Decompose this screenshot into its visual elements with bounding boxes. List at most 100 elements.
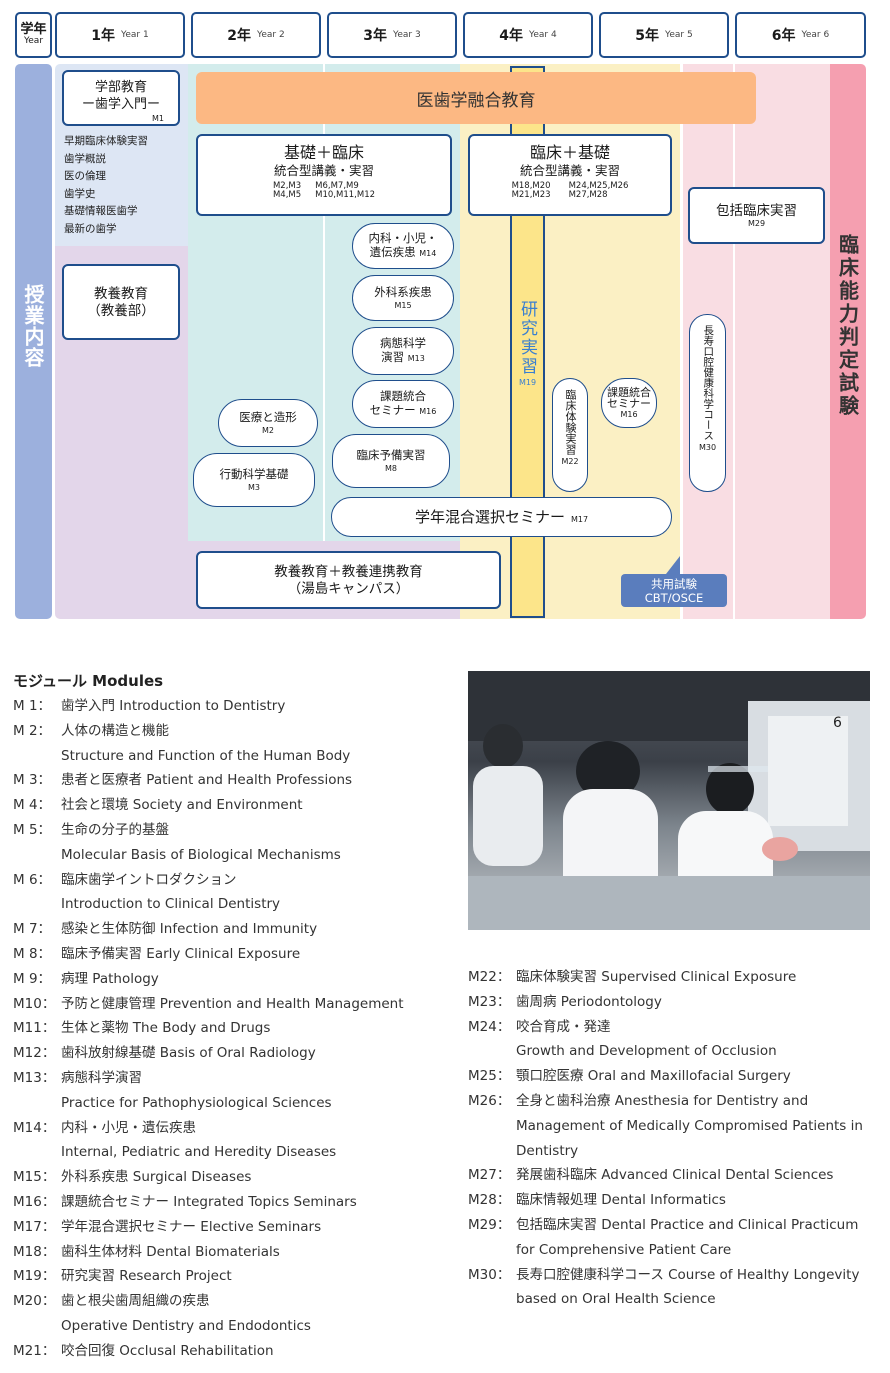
yushima-line-2: （湯島キャンパス） xyxy=(287,581,410,597)
module-entry: M 8：臨床予備実習 Early Clinical Exposure xyxy=(13,942,453,967)
module-entry: M 2：人体の構造と機能 xyxy=(13,719,453,744)
module-code: M16： xyxy=(13,1193,56,1210)
module-text: 臨床予備実習 Early Clinical Exposure xyxy=(61,945,301,962)
yushima-line-1: 教養教育＋教養連携教育 xyxy=(274,564,423,580)
year-corner-header: 学年 Year xyxy=(15,12,52,58)
module-entry: M23： 歯周病 Periodontology xyxy=(468,990,878,1015)
module-text-continued: Operative Dentistry and Endodontics xyxy=(61,1317,311,1334)
intro-items-list: 早期臨床体験実習 歯学概説 医の倫理 歯学史 基礎情報医歯学 最新の歯学 xyxy=(64,133,188,238)
pill-m13-line1: 病態科学 xyxy=(380,336,426,351)
comprehensive-practice-box: 包括臨床実習 M29 xyxy=(688,187,825,244)
basic-clinical-codes-a: M2,M3 M4,M5 xyxy=(272,181,302,200)
module-pill-m14: 内科・小児・ 遺伝疾患 M14 xyxy=(352,223,454,269)
comprehensive-title: 包括臨床実習 xyxy=(716,203,797,219)
year-corner-ja: 学年 xyxy=(20,21,47,37)
module-pill-m16-y5: 課題統合 セミナー M16 xyxy=(601,378,657,428)
pill-m13-code: M13 xyxy=(407,354,425,363)
module-code: M12： xyxy=(13,1045,56,1062)
module-code: M11： xyxy=(13,1020,56,1037)
clinical-basic-sub: 統合型講義・実習 xyxy=(519,163,620,178)
module-text: 外科系疾患 Surgical Diseases xyxy=(61,1169,252,1186)
intro-item: 最新の歯学 xyxy=(64,222,117,235)
longevity-label: 長寿口腔健康科学コース xyxy=(702,325,715,441)
module-code: M 4： xyxy=(13,797,52,814)
intro-title-2: ー歯学入門ー xyxy=(81,97,160,112)
pill-m3-code: M3 xyxy=(248,482,260,492)
research-code: M19 xyxy=(518,378,537,387)
module-text: 歯周病 Periodontology xyxy=(516,993,662,1010)
module-code: M22： xyxy=(468,969,511,985)
module-entry: M14：内科・小児・遺伝疾患 xyxy=(13,1116,453,1141)
comprehensive-code: M29 xyxy=(747,219,766,228)
cbt-pointer xyxy=(666,556,680,574)
module-entry: M 3：患者と医療者 Patient and Health Profession… xyxy=(13,768,453,793)
module-entry: M26： 全身と歯科治療 Anesthesia for Dentistry and xyxy=(468,1089,878,1114)
module-text: 歯と根尖歯周組織の疾患 xyxy=(61,1293,210,1310)
module-pill-m15: 外科系疾患 M15 xyxy=(352,275,454,321)
intro-item: 歯学概説 xyxy=(64,152,106,165)
elective-label: 学年混合選択セミナー xyxy=(414,508,565,526)
left-label: 授業内容 xyxy=(21,284,45,368)
pill-m8-line1: 臨床予備実習 xyxy=(356,447,426,462)
intro-to-dentistry-box: 学部教育 ー歯学入門ー M1 xyxy=(62,70,180,126)
pill-m15-line1: 外科系疾患 xyxy=(374,284,432,299)
clinical-basic-title: 臨床＋基礎 xyxy=(529,143,610,162)
cbt-osce-box: 共用試験 CBT/OSCE xyxy=(621,574,727,607)
module-text: 全身と歯科治療 Anesthesia for Dentistry and xyxy=(516,1092,809,1109)
right-label-band: 臨床能力判定試験 xyxy=(830,64,866,619)
module-text: 顎口腔医療 Oral and Maxillofacial Surgery xyxy=(516,1068,791,1085)
module-entry: M29：包括臨床実習 Dental Practice and Clinical … xyxy=(468,1213,878,1238)
module-entry: M 6：臨床歯学イントロダクション xyxy=(13,868,453,893)
module-text: 包括臨床実習 Dental Practice and Clinical Prac… xyxy=(516,1216,859,1233)
intro-code: M1 xyxy=(152,114,164,123)
clinical-basic-codes-b: M24,M25,M26 M27,M28 xyxy=(568,181,629,200)
module-entry: M28：臨床情報処理 Dental Informatics xyxy=(468,1188,878,1213)
module-entry: M22：臨床体験実習 Supervised Clinical Exposure xyxy=(468,965,878,990)
module-entry: M25： 顎口腔医療 Oral and Maxillofacial Surgery xyxy=(468,1064,878,1089)
module-pill-m13: 病態科学 演習 M13 xyxy=(352,327,454,375)
module-text-continued: Dentistry xyxy=(516,1142,579,1159)
intro-item: 医の倫理 xyxy=(64,170,106,182)
year-5-ja: 5年 xyxy=(635,28,660,44)
module-code: M30： xyxy=(468,1266,511,1283)
module-text: 歯科放射線基礎 Basis of Oral Radiology xyxy=(61,1045,316,1062)
year-6-en: Year 6 xyxy=(801,30,830,40)
y5-seminar-line2: セミナー xyxy=(607,397,651,411)
module-code: M24： xyxy=(468,1018,511,1035)
module-entry: M10：予防と健康管理 Prevention and Health Manage… xyxy=(13,992,453,1017)
module-text: 臨床歯学イントロダクション xyxy=(61,871,237,888)
module-code: M26： xyxy=(468,1092,511,1109)
module-text-continued: Internal, Pediatric and Heredity Disease… xyxy=(61,1144,337,1161)
pill-m2-code: M2 xyxy=(262,425,274,435)
basic-clinical-box: 基礎＋臨床 統合型講義・実習 M2,M3 M4,M5 M6,M7,M9 M10,… xyxy=(196,134,452,216)
clinical-basic-codes-a: M18,M20 M21,M23 xyxy=(511,181,551,200)
year-1-en: Year 1 xyxy=(121,30,149,40)
module-pill-m30: 長寿口腔健康科学コース M30 xyxy=(689,314,726,492)
module-code: M17： xyxy=(13,1218,56,1235)
year-2-en: Year 2 xyxy=(257,30,285,40)
module-code: M10： xyxy=(13,995,56,1012)
intro-item: 早期臨床体験実習 xyxy=(64,135,148,147)
module-code: M23： xyxy=(468,993,511,1010)
module-entry: M17：学年混合選択セミナー Elective Seminars xyxy=(13,1215,453,1240)
module-code: M 3： xyxy=(13,772,52,789)
module-entry: M 7：感染と生体防御 Infection and Immunity xyxy=(13,917,453,942)
left-label-band: 授業内容 xyxy=(15,64,52,619)
year-2-ja: 2年 xyxy=(227,28,252,44)
module-entry: M15：外科系疾患 Surgical Diseases xyxy=(13,1165,453,1190)
liberal-line-1: 教養教育 xyxy=(94,286,148,302)
module-text: 感染と生体防御 Infection and Immunity xyxy=(61,921,318,938)
module-text: 病態科学演習 xyxy=(61,1069,142,1086)
y5-seminar-line1: 課題統合 xyxy=(607,385,651,399)
module-text: 病理 Pathology xyxy=(61,970,159,987)
module-code: M14： xyxy=(13,1119,56,1136)
divider-2-3 xyxy=(323,64,325,541)
module-entry: M24：咬合育成・発達 xyxy=(468,1015,878,1040)
pill-m2-line1: 医療と造形 xyxy=(239,409,297,424)
module-text: 歯学入門 Introduction to Dentistry xyxy=(61,698,286,714)
module-code: M25： xyxy=(468,1068,511,1085)
